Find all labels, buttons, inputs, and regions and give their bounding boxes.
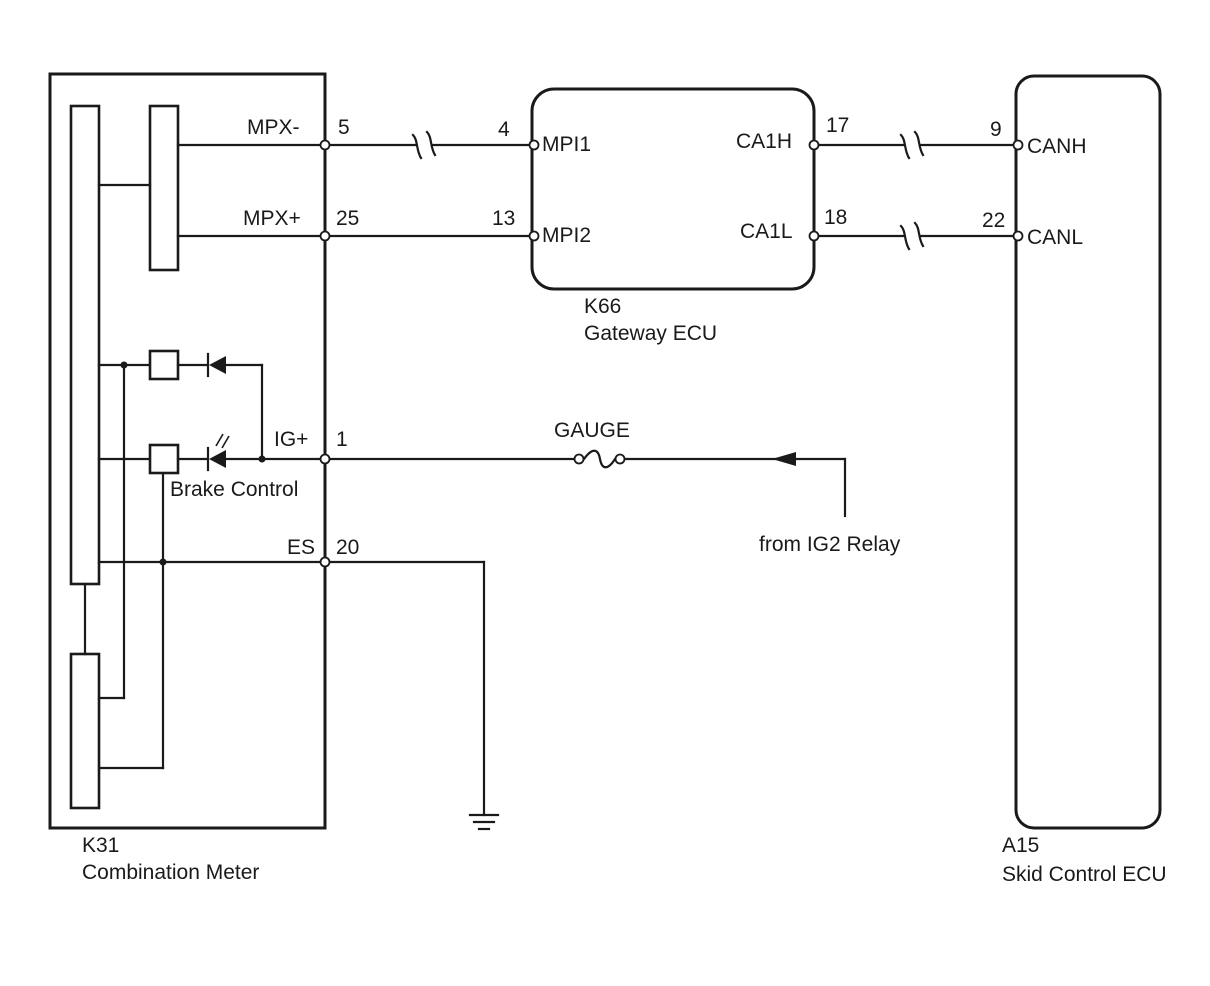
- skid-control-ecu-code: A15: [1002, 834, 1039, 857]
- terminals: [319, 139, 1024, 568]
- skid-control-ecu-name: Skid Control ECU: [1002, 863, 1167, 886]
- wire-ca1l-canl: [812, 221, 1018, 251]
- skid-control-ecu-frame: [1014, 74, 1162, 830]
- diode-icon: [206, 352, 226, 378]
- pin-ca1h: 17: [826, 114, 849, 137]
- brake-control-label: Brake Control: [170, 478, 298, 501]
- pin-mpi1: 4: [498, 118, 510, 141]
- canl-label: CANL: [1027, 226, 1083, 249]
- mpx-minus-label: MPX-: [247, 116, 300, 139]
- terminal-ca1l: [808, 230, 820, 242]
- wire-mpx-minus-mpi1: [323, 130, 534, 160]
- wire-ig-power: GAUGE from IG2 Relay: [323, 419, 901, 556]
- terminal-es: [319, 556, 331, 568]
- terminal-mpx-plus: [319, 230, 331, 242]
- canh-label: CANH: [1027, 135, 1087, 158]
- pin-numbers: 5 25 1 20 4 13 17 18 9 22: [336, 114, 1005, 559]
- combination-meter-code: K31: [82, 834, 119, 857]
- combination-meter-name: Combination Meter: [82, 861, 259, 884]
- pin-mpx-minus: 5: [338, 116, 350, 139]
- fuse-icon: [573, 449, 626, 469]
- gateway-ecu-name: Gateway ECU: [584, 322, 717, 345]
- wire-ca1h-canh: [812, 130, 1018, 160]
- pin-ig-plus: 1: [336, 428, 348, 451]
- pin-ca1l: 18: [824, 206, 847, 229]
- arrow-icon: [772, 452, 796, 466]
- pin-mpi2: 13: [492, 207, 515, 230]
- meter-block-bottom: [69, 652, 101, 810]
- terminal-ig-plus: [319, 453, 331, 465]
- pin-es: 20: [336, 536, 359, 559]
- meter-block-left-tall: [69, 104, 101, 586]
- ig-plus-label: IG+: [274, 428, 308, 451]
- resistor-brake: [148, 443, 180, 475]
- es-label: ES: [287, 536, 315, 559]
- pin-mpx-plus: 25: [336, 207, 359, 230]
- ground-icon: [468, 813, 500, 831]
- led-icon: [206, 433, 230, 472]
- wire-es-ground: [323, 560, 500, 831]
- mpi1-label: MPI1: [542, 133, 591, 156]
- pin-canh: 9: [990, 118, 1002, 141]
- terminal-mpx-minus: [319, 139, 331, 151]
- gateway-ecu-frame: [530, 87, 816, 291]
- mpi2-label: MPI2: [542, 224, 591, 247]
- power-source-label: from IG2 Relay: [759, 533, 901, 556]
- pin-canl: 22: [982, 209, 1005, 232]
- meter-block-mpx-ic: [148, 104, 180, 272]
- gateway-ecu: MPI1 MPI2 CA1H CA1L K66 Gateway ECU: [530, 87, 816, 345]
- skid-control-ecu: CANH CANL A15 Skid Control ECU: [1002, 74, 1167, 886]
- gateway-ecu-code: K66: [584, 295, 621, 318]
- terminal-mpi2: [528, 230, 540, 242]
- terminal-mpi1: [528, 139, 540, 151]
- ca1l-label: CA1L: [740, 220, 793, 243]
- terminal-ca1h: [808, 139, 820, 151]
- mpx-plus-label: MPX+: [243, 207, 301, 230]
- fuse-label: GAUGE: [554, 419, 630, 442]
- resistor-upper: [148, 349, 180, 381]
- combination-meter: Brake Control MPX- MPX+ IG+ ES K31 Combi…: [48, 72, 327, 884]
- ca1h-label: CA1H: [736, 130, 792, 153]
- terminal-canh: [1012, 139, 1024, 151]
- terminal-canl: [1012, 230, 1024, 242]
